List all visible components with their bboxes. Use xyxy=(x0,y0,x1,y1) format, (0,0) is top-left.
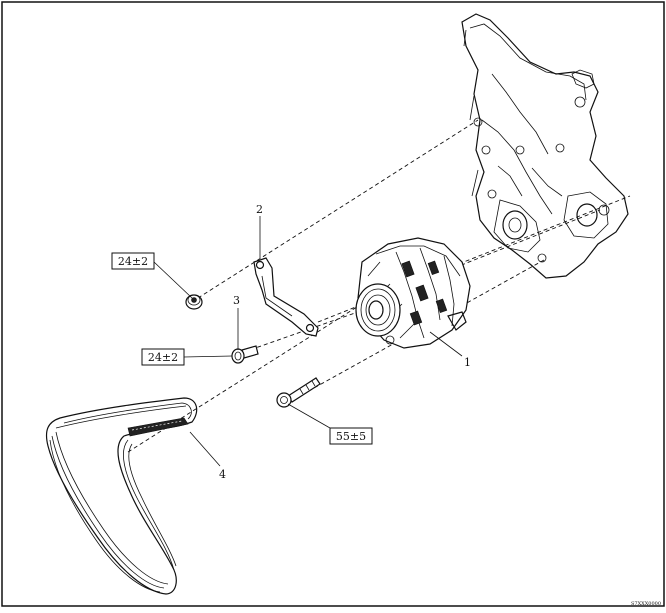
torque-box-long-bolt: 55±5 xyxy=(329,427,373,445)
flange-nut xyxy=(185,294,203,310)
poly-v-belt xyxy=(45,397,198,595)
alternator xyxy=(355,237,471,349)
torque-value-long-bolt: 55±5 xyxy=(336,430,366,443)
drawing-code: S7XXX0000 xyxy=(631,601,661,607)
timing-cover xyxy=(461,13,629,279)
torque-box-nut: 24±2 xyxy=(111,252,155,270)
callout-4: 4 xyxy=(219,468,226,481)
callout-3: 3 xyxy=(233,294,240,307)
small-bolt xyxy=(231,345,259,364)
long-bolt xyxy=(276,377,321,408)
bracket xyxy=(253,257,319,337)
torque-value-nut: 24±2 xyxy=(118,255,148,268)
callout-1: 1 xyxy=(464,356,471,369)
torque-box-small-bolt: 24±2 xyxy=(141,348,185,366)
torque-value-small-bolt: 24±2 xyxy=(148,351,178,364)
callout-2: 2 xyxy=(256,203,263,216)
leader-lines xyxy=(153,216,463,467)
